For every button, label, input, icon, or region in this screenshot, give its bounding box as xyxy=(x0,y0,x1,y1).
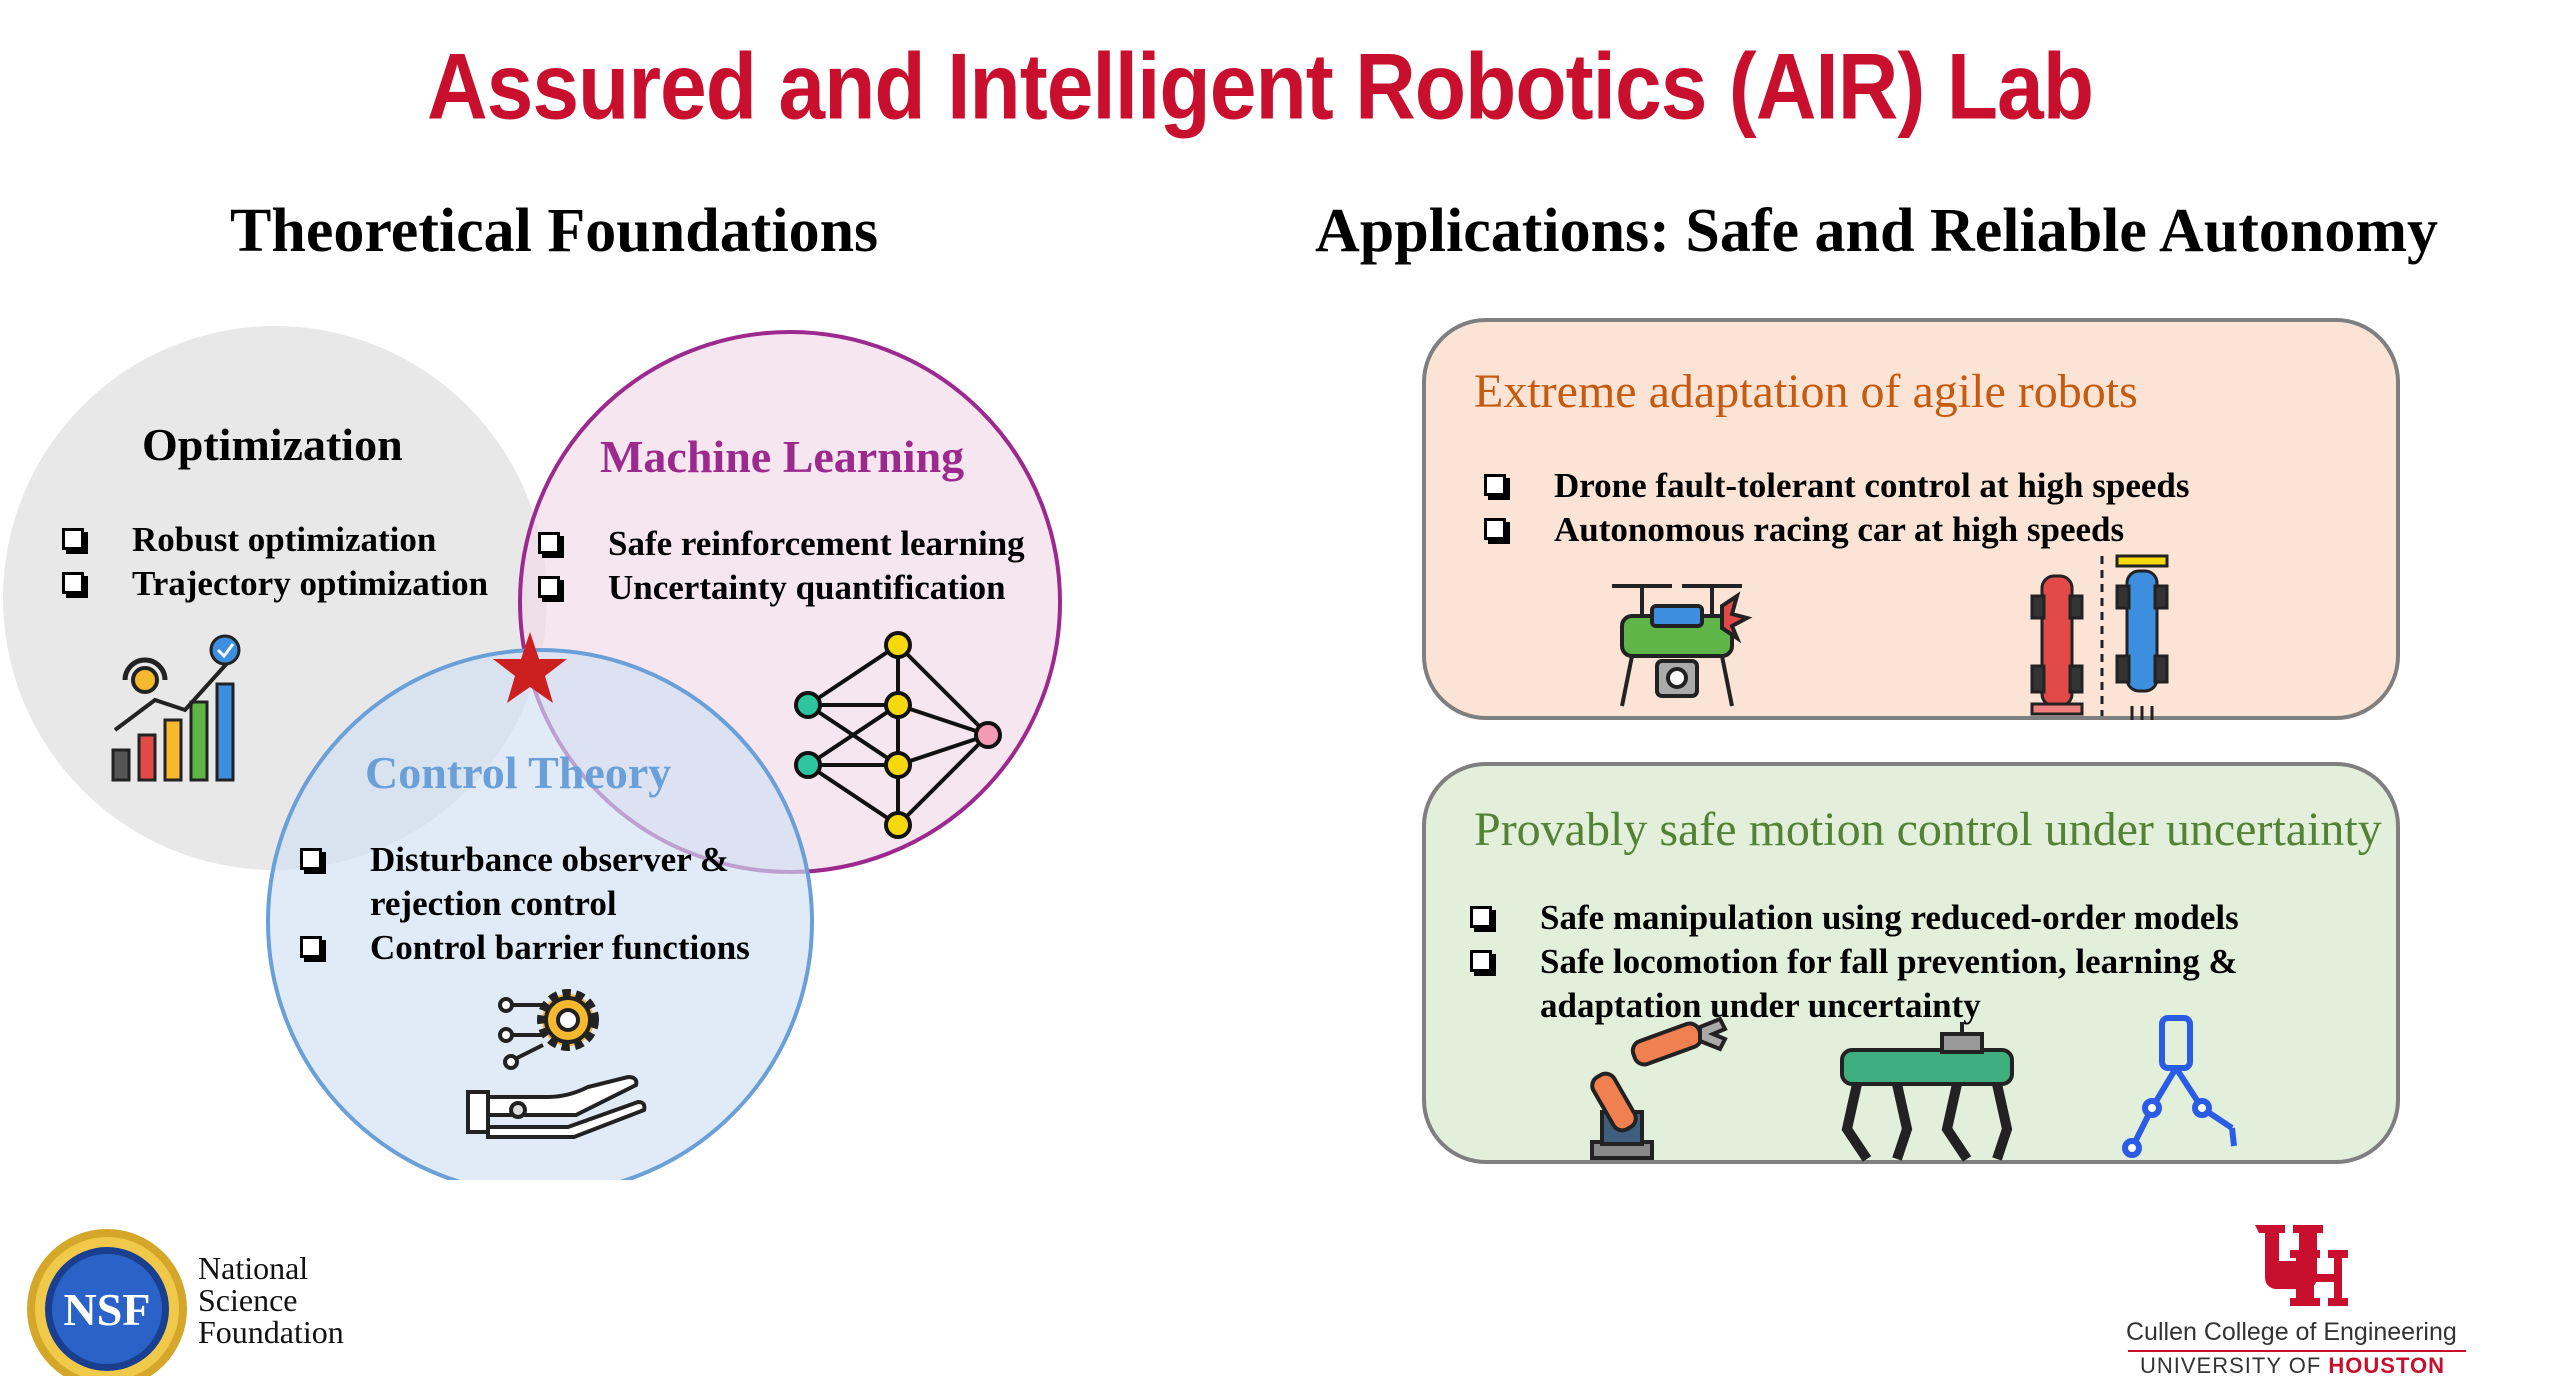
nsf-logo: NSF xyxy=(27,1229,187,1376)
checkbox-icon xyxy=(538,576,560,598)
control-theory-list: Disturbance observer & rejection control… xyxy=(300,838,750,970)
control-theory-circle xyxy=(266,648,814,1180)
safe-motion-list: Safe manipulation using reduced-order mo… xyxy=(1470,896,2239,1028)
nsf-logo-text: NSF xyxy=(64,1284,151,1335)
drone-icon xyxy=(1612,584,1753,707)
agile-robots-list: Drone fault-tolerant control at high spe… xyxy=(1484,464,2190,552)
venn-diagram: Optimization Robust optimization Traject… xyxy=(0,320,1080,1180)
list-item: Safe locomotion for fall prevention, lea… xyxy=(1470,940,2239,984)
uh-logo xyxy=(2255,1225,2348,1306)
gear-icon xyxy=(498,989,599,1070)
machine-learning-title: Machine Learning xyxy=(600,431,965,482)
checkbox-icon xyxy=(1470,950,1492,972)
venn-circles xyxy=(3,326,1062,1180)
checkbox-icon xyxy=(300,848,322,870)
agile-robots-panel: Extreme adaptation of agile robots Drone… xyxy=(1422,318,2400,720)
analytics-chart-icon xyxy=(111,634,241,782)
checkbox-icon xyxy=(62,528,84,550)
list-item: Safe manipulation using reduced-order mo… xyxy=(1470,896,2239,940)
safe-motion-panel: Provably safe motion control under uncer… xyxy=(1422,762,2400,1164)
list-item: Drone fault-tolerant control at high spe… xyxy=(1484,464,2190,508)
list-item: Trajectory optimization xyxy=(62,562,488,606)
list-item: Uncertainty quantification xyxy=(538,566,1025,610)
checkbox-icon xyxy=(1484,518,1506,540)
quadruped-robot-icon xyxy=(1840,1022,2014,1162)
optimization-list: Robust optimization Trajectory optimizat… xyxy=(62,518,488,606)
applications-heading: Applications: Safe and Reliable Autonomy xyxy=(1315,197,2439,265)
list-item: Disturbance observer & xyxy=(300,838,750,882)
neural-network-icon xyxy=(794,631,1002,839)
list-item: Autonomous racing car at high speeds xyxy=(1484,508,2190,552)
list-item: Control barrier functions xyxy=(300,926,750,970)
list-item: rejection control xyxy=(370,884,617,923)
robotic-arm-icon xyxy=(1590,1016,1728,1160)
checkbox-icon xyxy=(1484,474,1506,496)
safe-motion-icons xyxy=(1590,1015,2237,1162)
theoretical-foundations-heading: Theoretical Foundations xyxy=(230,197,879,265)
intersection-star-icon xyxy=(493,632,567,703)
checkbox-icon xyxy=(62,572,84,594)
control-theory-title: Control Theory xyxy=(365,747,672,798)
checkbox-icon xyxy=(300,936,322,958)
machine-learning-list: Safe reinforcement learning Uncertainty … xyxy=(538,522,1025,610)
checkbox-icon xyxy=(538,532,560,554)
racing-cars-icon xyxy=(2030,554,2169,720)
agile-robots-icons xyxy=(1612,554,2169,720)
page-title: Assured and Intelligent Robotics (AIR) L… xyxy=(426,33,2094,139)
college-name: Cullen College of Engineering xyxy=(2126,1318,2457,1346)
university-name: UNIVERSITY OF HOUSTON xyxy=(2140,1353,2446,1376)
checkbox-icon xyxy=(1470,906,1492,928)
agile-robots-title: Extreme adaptation of agile robots xyxy=(1474,365,2138,418)
nsf-name: National Science Foundation xyxy=(198,1250,344,1350)
optimization-title: Optimization xyxy=(142,419,403,470)
list-item: Robust optimization xyxy=(62,518,488,562)
humanoid-robot-icon xyxy=(2122,1015,2237,1158)
list-item: adaptation under uncertainty xyxy=(1540,986,1981,1025)
safe-motion-title: Provably safe motion control under uncer… xyxy=(1474,803,2382,856)
uh-divider xyxy=(2128,1350,2466,1352)
robotic-hand-icon xyxy=(466,1074,647,1139)
list-item: Safe reinforcement learning xyxy=(538,522,1025,566)
